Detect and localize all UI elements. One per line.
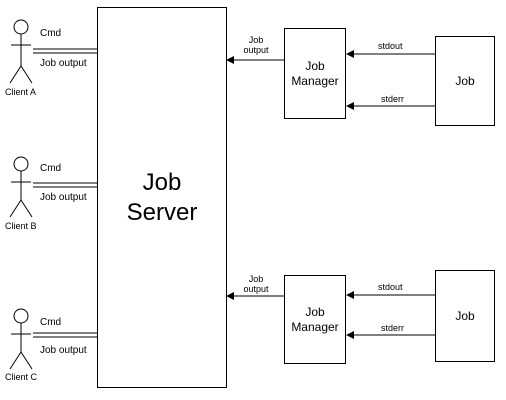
job-box-1: Job (435, 36, 495, 126)
cmd-label-b: Cmd (40, 163, 62, 174)
job-output-label-manager-1: Job output (243, 35, 269, 55)
client-a-label: Client A (5, 87, 37, 97)
client-a-connector (33, 48, 97, 54)
cmd-label-c: Cmd (40, 317, 62, 328)
job-output-label-manager-2: Job output (243, 274, 269, 294)
job-manager-label-2: Job Manager (291, 304, 339, 334)
client-b-label: Client B (5, 221, 37, 231)
job-manager-box-2: Job Manager (284, 275, 346, 364)
client-c-connector (33, 332, 97, 338)
job-label-2: Job (455, 309, 475, 323)
job-output-label-a: Job output (40, 58, 87, 69)
job-label-1: Job (455, 74, 475, 88)
job-manager-label-1: Job Manager (291, 58, 339, 88)
stdout-label-2: stdout (378, 282, 403, 292)
job-output-label-c: Job output (40, 345, 87, 356)
client-b-connector (33, 182, 97, 188)
actor-client-c-icon (9, 308, 33, 370)
actor-client-b-icon (9, 156, 33, 218)
job-box-2: Job (435, 270, 495, 362)
job-output-label-b: Job output (40, 192, 87, 203)
job-manager-box-1: Job Manager (284, 28, 346, 119)
job-server-label: Job Server (126, 168, 198, 226)
client-c-label: Client C (5, 372, 38, 382)
actor-client-a-icon (9, 19, 33, 84)
job-server-box: Job Server (97, 7, 227, 388)
cmd-label-a: Cmd (40, 28, 62, 39)
stderr-label-1: stderr (381, 94, 405, 104)
stdout-label-1: stdout (378, 41, 403, 51)
stderr-label-2: stderr (381, 323, 405, 333)
